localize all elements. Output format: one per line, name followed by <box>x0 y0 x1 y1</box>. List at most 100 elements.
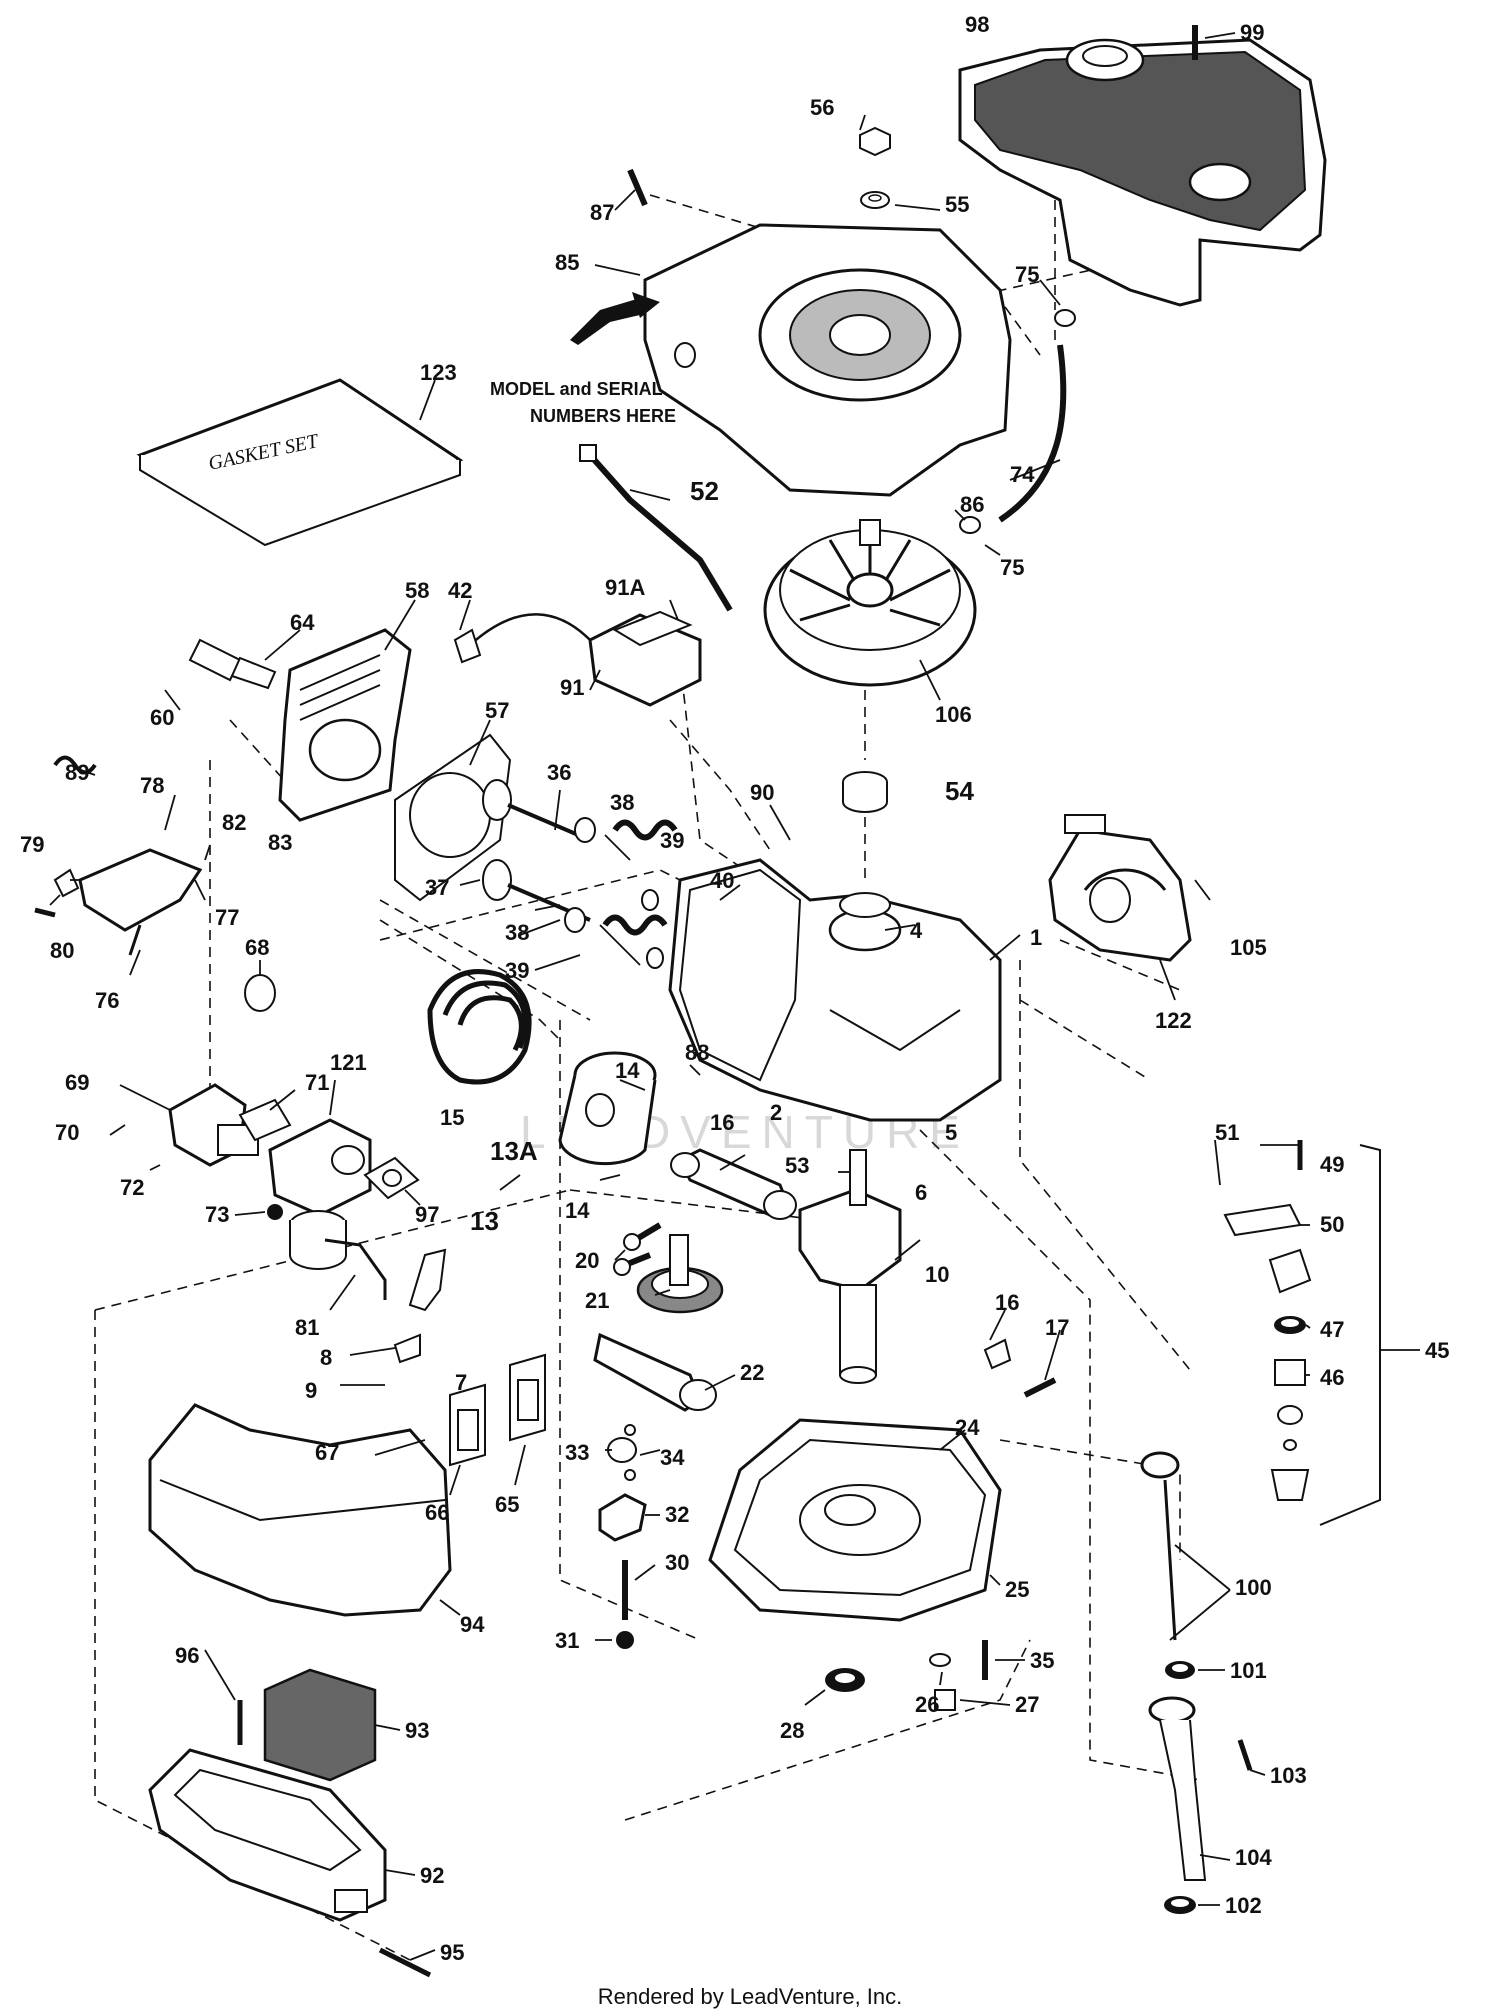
part-75-clamps <box>959 309 1076 534</box>
part-81-governor-link <box>324 1238 387 1300</box>
part-31-washer <box>616 1631 634 1649</box>
label-39-top: 39 <box>660 828 684 853</box>
label-82: 82 <box>222 810 246 835</box>
label-37: 37 <box>425 875 449 900</box>
label-13: 13 <box>470 1206 499 1236</box>
label-33: 33 <box>565 1440 589 1465</box>
label-46: 46 <box>1320 1365 1344 1390</box>
part-17-screw <box>1023 1377 1057 1398</box>
part-13-piston <box>558 1051 657 1166</box>
part-69-intake-elbow <box>168 1083 259 1167</box>
label-32: 32 <box>665 1502 689 1527</box>
label-93: 93 <box>405 1718 429 1743</box>
label-75-top: 75 <box>1015 262 1039 287</box>
part-92-air-cleaner-body <box>148 1748 387 1922</box>
label-9: 9 <box>305 1378 317 1403</box>
label-80: 80 <box>50 938 74 963</box>
part-123-gasket-set: GASKET SET <box>136 378 464 547</box>
label-122: 122 <box>1155 1008 1192 1033</box>
label-91A: 91A <box>605 575 645 600</box>
label-24: 24 <box>955 1415 980 1440</box>
part-20-valve-tappets <box>613 1222 662 1276</box>
part-1-cylinder-block <box>668 858 1002 1122</box>
label-64: 64 <box>290 610 315 635</box>
label-14-bottom: 14 <box>565 1198 590 1223</box>
label-31: 31 <box>555 1628 579 1653</box>
label-74: 74 <box>1010 462 1035 487</box>
part-97-gasket <box>363 1156 420 1200</box>
part-71-gasket <box>238 1098 292 1142</box>
label-90: 90 <box>750 780 774 805</box>
part-32-governor-crank <box>598 1493 647 1542</box>
part-77-control-bracket <box>78 848 203 956</box>
label-68: 68 <box>245 935 269 960</box>
label-88: 88 <box>685 1040 709 1065</box>
part-68-seal <box>244 974 276 1012</box>
label-98: 98 <box>965 12 989 37</box>
label-10: 10 <box>925 1262 949 1287</box>
label-16-top: 16 <box>710 1110 734 1135</box>
part-94-muffler <box>148 1403 452 1617</box>
label-96: 96 <box>175 1643 199 1668</box>
part-26-27-drain-plug <box>929 1653 956 1711</box>
label-81: 81 <box>295 1315 319 1340</box>
label-4: 4 <box>910 918 923 943</box>
model-serial-arrow <box>570 292 660 345</box>
label-91: 91 <box>560 675 584 700</box>
label-55: 55 <box>945 192 969 217</box>
label-52: 52 <box>690 476 719 506</box>
label-15: 15 <box>440 1105 464 1130</box>
part-98-engine-cover <box>958 38 1327 307</box>
label-21: 21 <box>585 1288 609 1313</box>
part-79-80-screws <box>34 868 80 918</box>
label-60: 60 <box>150 705 174 730</box>
label-72: 72 <box>120 1175 144 1200</box>
label-38-top: 38 <box>610 790 634 815</box>
part-100-dipstick <box>1140 1451 1180 1641</box>
part-21-governor-gear <box>636 1234 724 1314</box>
label-35: 35 <box>1030 1648 1054 1673</box>
part-91-ignition-module <box>453 610 702 707</box>
label-102: 102 <box>1225 1893 1262 1918</box>
label-54: 54 <box>945 776 974 806</box>
part-106-flywheel <box>763 519 977 687</box>
part-52-wire <box>579 444 733 612</box>
label-67: 67 <box>315 1440 339 1465</box>
part-104-fill-tube <box>1148 1696 1207 1881</box>
label-27: 27 <box>1015 1692 1039 1717</box>
part-122-rewind-starter <box>1048 814 1192 962</box>
label-6: 6 <box>915 1180 927 1205</box>
label-47: 47 <box>1320 1317 1344 1342</box>
model-serial-note-line1: MODEL and SERIAL <box>490 379 663 399</box>
label-86: 86 <box>960 492 984 517</box>
label-69: 69 <box>65 1070 89 1095</box>
label-25: 25 <box>1005 1577 1029 1602</box>
label-13A: 13A <box>490 1136 538 1166</box>
label-30: 30 <box>665 1550 689 1575</box>
part-54-sleeve <box>842 771 888 813</box>
label-28: 28 <box>780 1718 804 1743</box>
label-34: 34 <box>660 1445 685 1470</box>
part-7-8-throttle-lever <box>393 1248 447 1364</box>
part-57-head-gasket <box>394 733 512 902</box>
part-58-cylinder-head <box>278 628 412 822</box>
part-labels: 98 99 56 55 87 85 75 123 52 74 86 75 106… <box>20 12 1449 1965</box>
label-45: 45 <box>1425 1338 1449 1363</box>
label-71: 71 <box>305 1070 329 1095</box>
part-28-oil-seal <box>825 1668 865 1692</box>
label-85: 85 <box>555 250 579 275</box>
leader-lines <box>49 32 1420 1961</box>
part-16-clip-right <box>983 1338 1012 1370</box>
label-1: 1 <box>1030 925 1042 950</box>
part-10-crankshaft <box>798 1149 902 1384</box>
label-7: 7 <box>455 1370 467 1395</box>
part-74-fuel-line <box>998 344 1067 523</box>
label-104: 104 <box>1235 1845 1272 1870</box>
label-94: 94 <box>460 1612 485 1637</box>
label-14-top: 14 <box>615 1058 640 1083</box>
label-51: 51 <box>1215 1120 1239 1145</box>
label-5: 5 <box>945 1120 957 1145</box>
label-75-bottom: 75 <box>1000 555 1024 580</box>
label-101: 101 <box>1230 1658 1267 1683</box>
